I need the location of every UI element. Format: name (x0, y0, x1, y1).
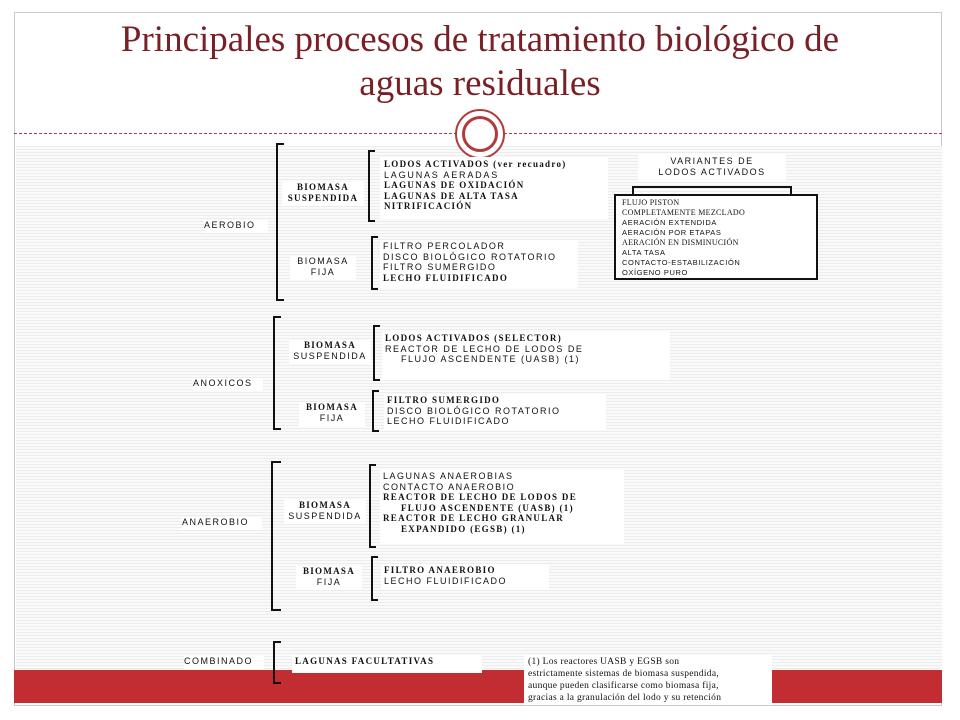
list-item: LODOS ACTIVADOS (ver recuadro) (384, 159, 567, 169)
list-item: REACTOR DE LECHO DE LODOS DE (383, 492, 578, 502)
list-item: LAGUNAS ANAEROBIAS (383, 471, 514, 481)
list-item: FILTRO PERCOLADOR (383, 241, 506, 251)
footnote-line: gracias a la granulación del lodo y su r… (528, 693, 722, 703)
category-label: COMBINADO (184, 656, 254, 666)
variantes-header: VARIANTES DE LODOS ACTIVADOS (638, 154, 786, 182)
variantes-connector (632, 186, 792, 194)
header-line: LODOS ACTIVADOS (658, 166, 766, 177)
list-item: REACTOR DE LECHO DE LODOS DE (385, 343, 584, 354)
title-line-2: aguas residuales (359, 63, 601, 104)
anoxicos-fija-list: FILTRO SUMERGIDO DISCO BIOLÓGICO ROTATOR… (384, 394, 606, 430)
bracket-aerobio-suspendida (368, 150, 375, 222)
list-item: LODOS ACTIVADOS (SELECTOR) (385, 333, 563, 343)
label-line: BIOMASA (296, 182, 350, 192)
label-line: SUSPENDIDA (288, 510, 362, 521)
list-item: LAGUNAS FACULTATIVAS (295, 656, 435, 666)
list-item: LECHO FLUIDIFICADO (387, 416, 511, 426)
list-item: AERACIÓN EN DISMINUCIÓN (622, 238, 739, 247)
list-item: EXPANDIDO (EGSB) (1) (401, 523, 526, 534)
list-item: FLUJO PISTON (622, 198, 680, 207)
category-anaerobio: ANAEROBIO (182, 517, 262, 530)
list-item: FLUJO ASCENDENTE (UASB) (1) (401, 354, 581, 364)
bracket-anoxicos-suspendida (373, 325, 380, 381)
slide-title: Principales procesos de tratamiento biol… (0, 18, 960, 106)
list-item: COMPLETAMENTE MEZCLADO (622, 208, 746, 217)
footer-bar (14, 670, 942, 703)
category-label: ANAEROBIO (182, 517, 250, 527)
aerobio-fija-list: FILTRO PERCOLADOR DISCO BIOLÓGICO ROTATO… (380, 240, 578, 288)
bracket-anaerobio (271, 461, 281, 611)
footnote-line: (1) Los reactores UASB y EGSB son (528, 657, 680, 667)
list-item: LAGUNAS AERADAS (384, 169, 500, 180)
category-combinado: COMBINADO (184, 656, 264, 669)
footnote-line: estrictamente sistemas de biomasa suspen… (528, 669, 720, 679)
label-line: BIOMASA (305, 402, 359, 412)
label-line: BIOMASA (303, 340, 357, 350)
list-item: OXÍGENO PURO (622, 268, 688, 277)
anaerobio-fija-label: BIOMASA FIJA (296, 566, 362, 590)
anaerobio-suspendida-label: BIOMASA SUSPENDIDA (284, 500, 366, 524)
anaerobio-suspendida-list: LAGUNAS ANAEROBIAS CONTACTO ANAEROBIO RE… (380, 470, 624, 544)
combinado-list: LAGUNAS FACULTATIVAS (292, 655, 482, 673)
bracket-combinado (273, 641, 281, 684)
list-item: AERACIÓN POR ETAPAS (622, 228, 722, 237)
label-line: FIJA (319, 412, 345, 423)
anoxicos-suspendida-list: LODOS ACTIVADOS (SELECTOR) REACTOR DE LE… (382, 332, 670, 380)
label-line: BIOMASA (298, 500, 352, 510)
label-line: BIOMASA (297, 256, 349, 266)
list-item: LAGUNAS DE ALTA TASA (384, 190, 519, 201)
list-item: CONTACTO-ESTABILIZACIÓN (622, 258, 741, 267)
list-item: LECHO FLUIDIFICADO (384, 575, 508, 586)
aerobio-suspendida-label: BIOMASA SUSPENDIDA (282, 182, 364, 206)
list-item: NITRIFICACIÓN (384, 201, 473, 211)
decorative-ring-icon (455, 109, 505, 159)
label-line: BIOMASA (302, 566, 356, 576)
aerobio-fija-label: BIOMASA FIJA (290, 256, 356, 280)
list-item: CONTACTO ANAEROBIO (383, 481, 516, 492)
bracket-anoxicos-fija (372, 390, 379, 432)
bracket-anaerobio-suspendida (369, 464, 376, 548)
anoxicos-suspendida-label: BIOMASA SUSPENDIDA (289, 340, 371, 364)
list-item: ALTA TASA (622, 248, 666, 257)
bracket-anaerobio-fija (371, 556, 378, 601)
list-item: DISCO BIOLÓGICO ROTATORIO (387, 405, 561, 416)
list-item: AERACIÓN EXTENDIDA (622, 218, 717, 227)
aerobio-suspendida-list: LODOS ACTIVADOS (ver recuadro) LAGUNAS A… (380, 157, 608, 219)
label-line: SUSPENDIDA (293, 350, 367, 361)
title-line-1: Principales procesos de tratamiento biol… (120, 19, 840, 60)
list-item: DISCO BIOLÓGICO ROTATORIO (383, 251, 557, 262)
header-line: VARIANTES DE (670, 156, 754, 166)
anaerobio-fija-list: FILTRO ANAEROBIO LECHO FLUIDIFICADO (381, 564, 549, 590)
bracket-anoxicos (273, 316, 281, 430)
list-item: FLUJO ASCENDENTE (UASB) (1) (401, 502, 574, 513)
footnote-line: aunque pueden clasificarse como biomasa … (528, 681, 719, 691)
category-anoxicos: ANOXICOS (193, 378, 263, 391)
list-item: FILTRO SUMERGIDO (383, 262, 497, 272)
list-item: FILTRO SUMERGIDO (387, 395, 501, 405)
list-item: LECHO FLUIDIFICADO (383, 272, 509, 283)
variantes-list: FLUJO PISTON COMPLETAMENTE MEZCLADO AERA… (614, 194, 818, 280)
bracket-aerobio-fija (371, 236, 378, 290)
category-label: AEROBIO (204, 220, 256, 230)
list-item: FILTRO ANAEROBIO (384, 565, 496, 575)
label-line: SUSPENDIDA (287, 192, 359, 203)
anoxicos-fija-label: BIOMASA FIJA (299, 402, 365, 426)
list-item: REACTOR DE LECHO GRANULAR (383, 513, 565, 523)
label-line: FIJA (310, 266, 336, 277)
category-label: ANOXICOS (193, 378, 253, 388)
category-aerobio: AEROBIO (204, 220, 268, 233)
label-line: FIJA (316, 576, 342, 587)
list-item: LAGUNAS DE OXIDACIÓN (384, 180, 525, 190)
bracket-aerobio (276, 143, 284, 301)
footnote: (1) Los reactores UASB y EGSB son estric… (524, 655, 772, 705)
